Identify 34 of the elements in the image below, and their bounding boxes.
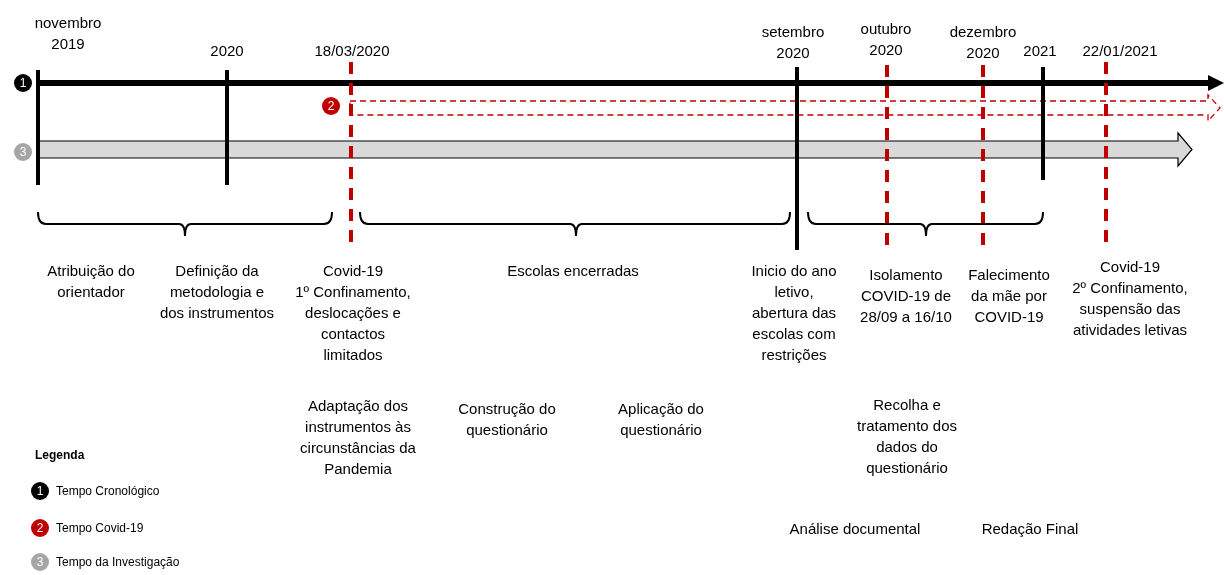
date-label: dezembro 2020 xyxy=(948,22,1018,63)
number-marker: 3 xyxy=(14,143,32,161)
legend-title: Legenda xyxy=(35,447,85,463)
date-label: setembro 2020 xyxy=(760,22,826,63)
phase-text: Recolha e tratamento dos dados do questionário xyxy=(855,395,959,478)
date-label: 22/01/2021 xyxy=(1081,41,1159,61)
event-text: Isolamento COVID-19 de 28/09 a 16/10 xyxy=(859,265,953,327)
legend-text: Tempo da Investigação xyxy=(56,554,180,570)
number-marker: 1 xyxy=(31,482,49,500)
event-text: Inicio do ano letivo, abertura das escolas com restrições xyxy=(750,261,838,365)
event-title: Covid-19 xyxy=(322,261,384,281)
phase-text: Construção do questionário xyxy=(457,399,557,440)
event-text: Atribuição do orientador xyxy=(46,261,136,302)
date-label: 18/03/2020 xyxy=(313,41,391,61)
event-text: 2º Confinamento, suspensão das atividades letivas xyxy=(1071,278,1189,340)
event-text: Escolas encerradas xyxy=(506,261,640,281)
phase-text: Adaptação dos instrumentos às circunstâncias da Pandemia xyxy=(299,396,417,479)
legend-text: Tempo Covid-19 xyxy=(56,520,144,536)
event-title: Covid-19 xyxy=(1099,257,1161,277)
event-text: Definição da metodologia e dos instrumentos xyxy=(159,261,275,323)
event-text: 1º Confinamento, deslocações e contactos limitados xyxy=(294,282,412,365)
legend-text: Tempo Cronológico xyxy=(56,483,160,499)
phase-text: Redação Final xyxy=(980,519,1080,539)
number-marker: 2 xyxy=(322,97,340,115)
phase-text: Análise documental xyxy=(788,519,922,539)
number-marker: 2 xyxy=(31,519,49,537)
number-marker: 3 xyxy=(31,553,49,571)
event-text: Falecimento da mãe por COVID-19 xyxy=(967,265,1051,327)
date-label: novembro 2019 xyxy=(33,13,103,54)
date-label: outubro 2020 xyxy=(859,19,913,60)
date-label: 2021 xyxy=(1022,41,1058,61)
date-label: 2020 xyxy=(209,41,245,61)
phase-text: Aplicação do questionário xyxy=(617,399,705,440)
number-marker: 1 xyxy=(14,74,32,92)
